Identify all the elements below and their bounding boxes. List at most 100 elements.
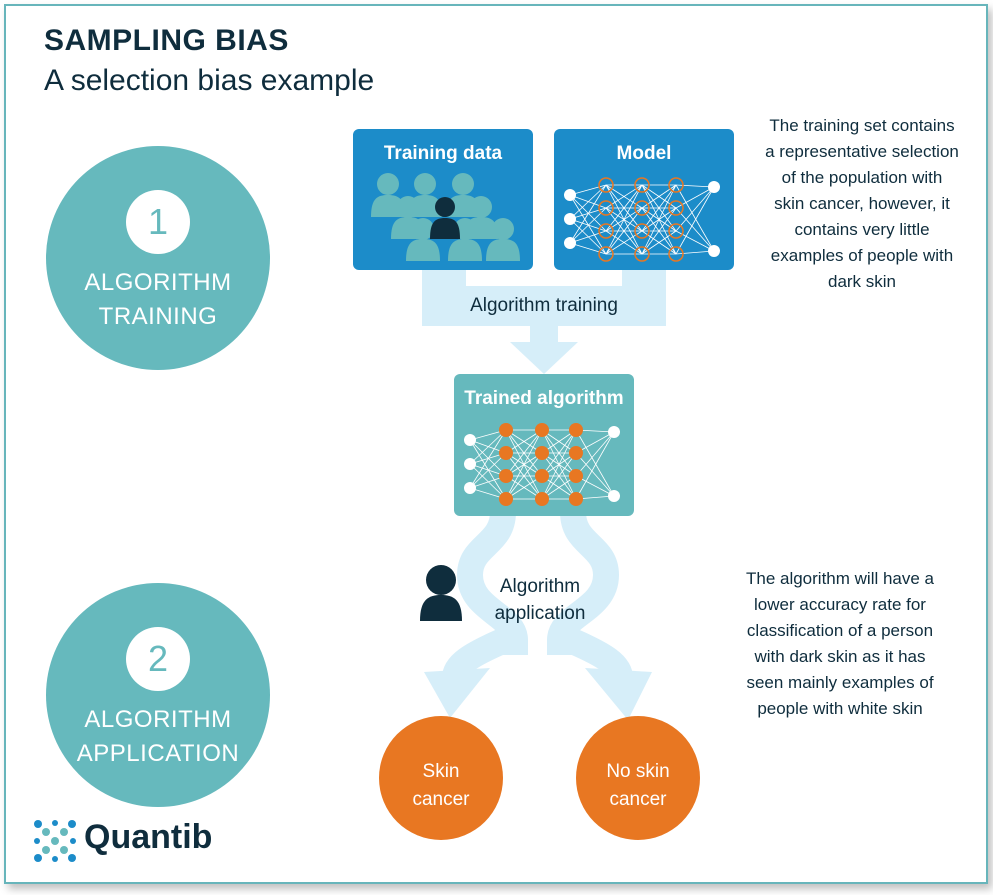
network-connection bbox=[469, 463, 507, 500]
network-connection bbox=[675, 186, 715, 255]
network-connection bbox=[575, 431, 615, 477]
training-arrow-head bbox=[510, 342, 578, 374]
hidden-node bbox=[634, 177, 650, 193]
network-connection bbox=[569, 184, 607, 244]
step-circle-application: 2 ALGORITHM APPLICATION bbox=[46, 583, 270, 807]
outcome-skin-cancer-line1: Skin bbox=[422, 761, 460, 782]
network-connection bbox=[469, 429, 507, 489]
training-flow-stem bbox=[530, 326, 558, 346]
trained-algorithm-box: Trained algorithm bbox=[454, 374, 634, 516]
output-node bbox=[608, 490, 620, 502]
output-node bbox=[708, 245, 720, 257]
application-flow-left-upper bbox=[456, 510, 528, 655]
hidden-node bbox=[598, 246, 614, 262]
network-connection bbox=[641, 207, 677, 255]
network-connection bbox=[569, 207, 607, 244]
hidden-node bbox=[569, 423, 583, 437]
training-note-line: contains very little bbox=[794, 220, 930, 239]
hidden-node bbox=[634, 223, 650, 239]
neural-network-icon bbox=[564, 177, 720, 262]
algorithm-training-label: Algorithm training bbox=[470, 295, 618, 316]
network-connection bbox=[505, 475, 543, 500]
step-number-2: 2 bbox=[126, 627, 190, 691]
algorithm-application-label-line1: Algorithm bbox=[499, 576, 581, 597]
hidden-node bbox=[569, 446, 583, 460]
arrow-to-no-skin-cancer bbox=[585, 668, 652, 720]
network-connection bbox=[569, 218, 607, 255]
training-note-line: examples of people with bbox=[770, 246, 954, 265]
hidden-node bbox=[535, 446, 549, 460]
hidden-node bbox=[499, 446, 513, 460]
training-flow-band bbox=[422, 286, 666, 326]
hidden-node bbox=[634, 246, 650, 262]
training-note-line: a representative selection bbox=[765, 142, 959, 161]
input-node bbox=[464, 434, 476, 446]
outcome-no-skin-cancer-line1: No skin bbox=[606, 761, 670, 782]
input-node bbox=[464, 482, 476, 494]
network-connection bbox=[469, 439, 507, 500]
network-connection bbox=[541, 452, 577, 500]
hidden-node bbox=[598, 177, 614, 193]
network-connection bbox=[469, 439, 507, 477]
hidden-node bbox=[535, 423, 549, 437]
application-note-line: The algorithm will have a bbox=[745, 569, 935, 588]
application-flow-right-upper bbox=[547, 510, 620, 655]
hidden-node bbox=[668, 177, 684, 193]
algorithm-application-label-line2: application bbox=[494, 603, 586, 624]
trained-network-icon bbox=[464, 423, 620, 506]
hidden-node bbox=[668, 223, 684, 239]
network-connection bbox=[575, 452, 615, 497]
network-connection bbox=[505, 452, 543, 500]
application-note-line: with dark skin as it has bbox=[754, 647, 926, 666]
hidden-node bbox=[499, 492, 513, 506]
page-title: SAMPLING BIAS bbox=[44, 24, 289, 57]
network-connection bbox=[605, 184, 643, 255]
network-connection bbox=[505, 429, 543, 500]
network-connection bbox=[641, 184, 677, 255]
training-note-line: skin cancer, however, it bbox=[774, 194, 950, 213]
input-node bbox=[564, 237, 576, 249]
hidden-node bbox=[598, 200, 614, 216]
trained-algorithm-label: Trained algorithm bbox=[464, 388, 624, 409]
output-node bbox=[608, 426, 620, 438]
application-note: The algorithm will have a lower accuracy… bbox=[722, 566, 958, 722]
model-box: Model bbox=[554, 129, 734, 270]
hidden-node bbox=[668, 246, 684, 262]
outcome-no-skin-cancer-line2: cancer bbox=[609, 789, 667, 810]
hidden-node bbox=[634, 200, 650, 216]
network-connection bbox=[575, 429, 615, 497]
step-circle-training: 1 ALGORITHM TRAINING bbox=[46, 146, 270, 370]
network-connection bbox=[675, 207, 715, 252]
network-connection bbox=[569, 184, 607, 220]
page-subtitle: A selection bias example bbox=[44, 64, 375, 97]
outcome-skin-cancer-line2: cancer bbox=[412, 789, 470, 810]
network-connection bbox=[641, 184, 677, 232]
outcome-skin-cancer: Skin cancer bbox=[379, 716, 503, 840]
quantib-logo-text: Quantib bbox=[84, 818, 213, 856]
network-connection bbox=[605, 207, 643, 255]
training-note-line: of the population with bbox=[781, 168, 943, 187]
step-1-label-line1: ALGORITHM bbox=[84, 269, 232, 296]
network-connection bbox=[541, 429, 577, 477]
step-1-label-line2: TRAINING bbox=[98, 303, 218, 330]
hidden-node bbox=[598, 223, 614, 239]
network-connection bbox=[605, 184, 643, 232]
person-icon bbox=[420, 565, 462, 621]
hidden-node bbox=[499, 423, 513, 437]
network-connection bbox=[505, 429, 543, 477]
step-number-1: 1 bbox=[126, 190, 190, 254]
application-note-line: people with white skin bbox=[757, 699, 923, 718]
network-connection bbox=[569, 194, 607, 255]
input-node bbox=[464, 458, 476, 470]
quantib-logo-icon bbox=[34, 820, 76, 862]
network-connection bbox=[505, 429, 543, 454]
training-data-box: Training data bbox=[353, 129, 533, 270]
step-2-label-line1: ALGORITHM bbox=[84, 706, 232, 733]
network-connection bbox=[569, 194, 607, 232]
input-node bbox=[564, 189, 576, 201]
hidden-node bbox=[569, 469, 583, 483]
network-connection bbox=[469, 429, 507, 465]
outcome-no-skin-cancer: No skin cancer bbox=[576, 716, 700, 840]
network-connection bbox=[575, 431, 615, 500]
